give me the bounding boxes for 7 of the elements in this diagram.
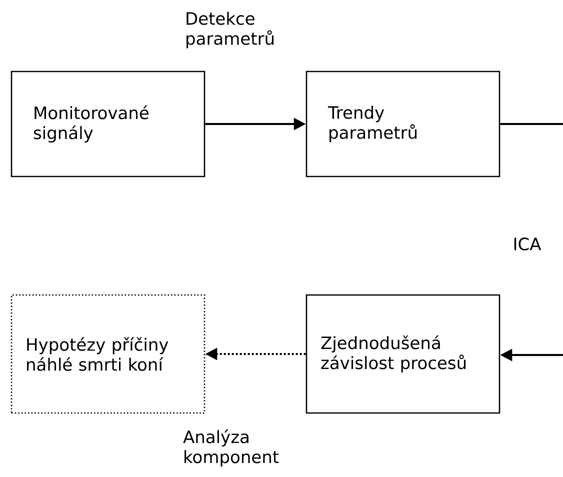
edge-label: Analýza komponent (183, 429, 279, 467)
process-label: ICA (514, 238, 542, 250)
process-box: Zjednodušená závislost procesů (306, 294, 500, 414)
process-box: Trendy parametrů (306, 70, 500, 178)
process-box: Hypotézy příčiny náhlé smrti koní (10, 294, 206, 414)
process-box: Monitorované signály (10, 70, 206, 178)
edge-label: Detekce parametrů (186, 12, 274, 48)
